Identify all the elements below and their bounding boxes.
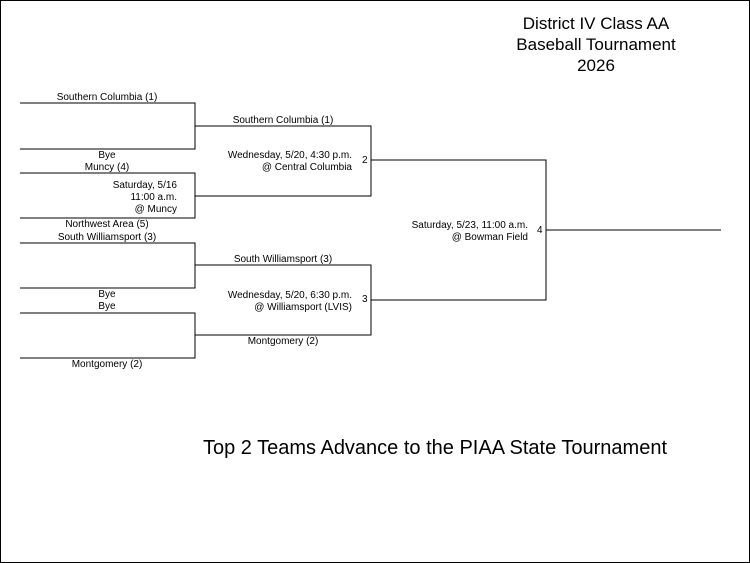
game-2-date: Wednesday, 5/20, 4:30 p.m. bbox=[227, 150, 352, 161]
game-3-number: 3 bbox=[362, 294, 368, 305]
game-4-number: 4 bbox=[537, 225, 543, 236]
game-2-info: Wednesday, 5/20, 4:30 p.m. @ Central Col… bbox=[228, 150, 352, 174]
game-2-location: @ Central Columbia bbox=[261, 162, 352, 173]
game-3-bottom-team: Montgomery (2) bbox=[247, 336, 319, 347]
game-3-date: Wednesday, 5/20, 6:30 p.m. bbox=[227, 290, 352, 301]
bracket-line-r1-a bbox=[20, 102, 196, 150]
team-slot-northwest-area: Northwest Area (5) bbox=[65, 219, 149, 230]
game-1-date: Saturday, 5/16 bbox=[112, 180, 177, 191]
title-line-3: 2026 bbox=[577, 56, 615, 75]
game-3-info: Wednesday, 5/20, 6:30 p.m. @ Williamspor… bbox=[228, 290, 352, 314]
team-slot-bye-1: Bye bbox=[98, 150, 116, 161]
team-slot-bye-2: Bye bbox=[98, 289, 116, 300]
footer-note: Top 2 Teams Advance to the PIAA State To… bbox=[202, 437, 668, 459]
game-1-location: @ Muncy bbox=[134, 204, 177, 215]
game-2-top-team: Southern Columbia (1) bbox=[232, 115, 334, 126]
game-3-top-team: South Williamsport (3) bbox=[233, 254, 333, 265]
game-4-info: Saturday, 5/23, 11:00 a.m. @ Bowman Fiel… bbox=[412, 220, 528, 244]
game-1-info: Saturday, 5/16 11:00 a.m. @ Muncy bbox=[113, 180, 177, 216]
bracket-line-r1-c bbox=[20, 242, 196, 289]
team-slot-south-williamsport: South Williamsport (3) bbox=[57, 232, 157, 243]
team-slot-bye-3: Bye bbox=[98, 301, 116, 312]
team-slot-southern-columbia: Southern Columbia (1) bbox=[56, 92, 158, 103]
team-slot-montgomery: Montgomery (2) bbox=[71, 359, 143, 370]
bracket-line-game-2 bbox=[195, 125, 372, 197]
team-slot-muncy: Muncy (4) bbox=[84, 162, 130, 173]
bracket-line-r1-d bbox=[20, 312, 196, 359]
game-4-date: Saturday, 5/23, 11:00 a.m. bbox=[411, 220, 528, 231]
game-4-location: @ Bowman Field bbox=[451, 232, 528, 243]
page-title: District IV Class AA Baseball Tournament… bbox=[516, 13, 675, 76]
title-line-1: District IV Class AA bbox=[522, 14, 670, 33]
title-line-2: Baseball Tournament bbox=[516, 35, 676, 54]
game-1-time: 11:00 a.m. bbox=[130, 192, 177, 203]
game-3-location: @ Williamsport (LVIS) bbox=[254, 302, 352, 313]
game-2-number: 2 bbox=[362, 155, 368, 166]
